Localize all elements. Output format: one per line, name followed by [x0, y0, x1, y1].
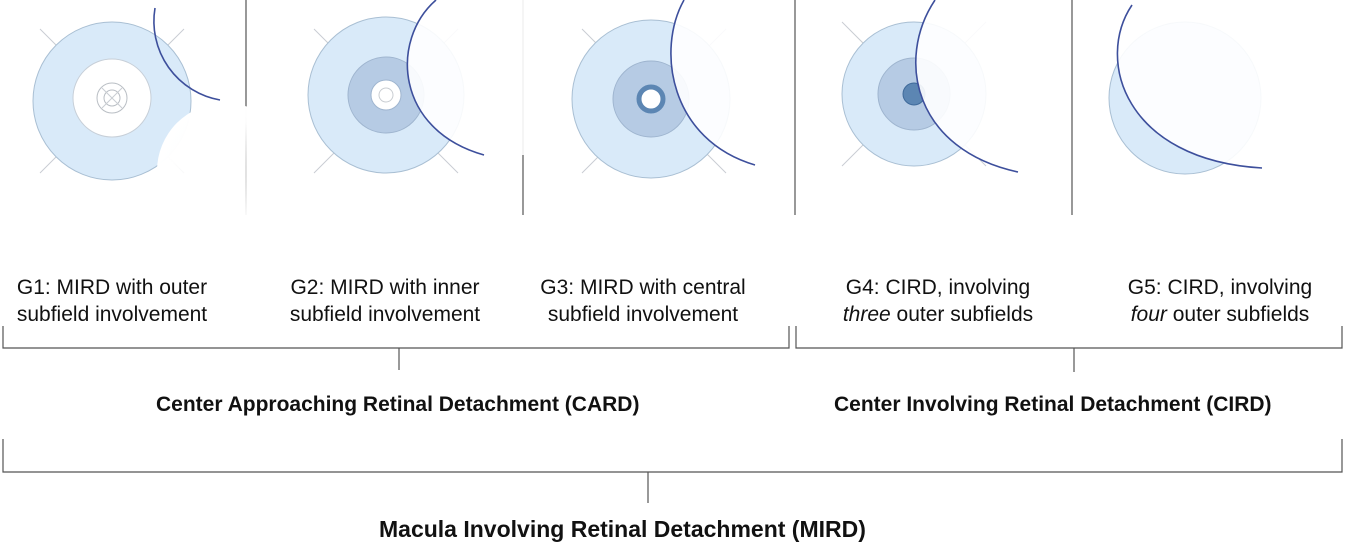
- emphasis: three: [842, 303, 891, 326]
- panel-label-g1: G1: MIRD with outer subfield involvement: [0, 274, 247, 328]
- panel-label-g5: G5: CIRD, involving four outer subfields: [1085, 274, 1345, 328]
- central-subfield: [370, 79, 402, 111]
- panel-label-line1: G5: CIRD, involving: [1127, 276, 1313, 299]
- mird-bracket: [2, 439, 1343, 503]
- panel-label-line1: G2: MIRD with inner: [290, 276, 480, 299]
- macula-g1: [32, 7, 293, 239]
- detachment-edge: [915, 0, 1019, 173]
- panel-label-g2: G2: MIRD with inner subfield involvement: [250, 274, 520, 328]
- cird-bracket: [795, 326, 1343, 372]
- panel-label-line1: G4: CIRD, involving: [845, 276, 1031, 299]
- panel-label-g4: G4: CIRD, involving three outer subfield…: [803, 274, 1073, 328]
- macula-g2: [307, 0, 560, 174]
- detachment-area: [670, 0, 790, 165]
- detachment-area: [407, 0, 560, 155]
- detachment-edge: [153, 7, 221, 101]
- detachment-area: [915, 0, 1060, 172]
- detachment-edge: [670, 0, 756, 166]
- card-bracket: [2, 326, 790, 370]
- emphasis: four: [1130, 303, 1167, 326]
- macula-g3: [571, 0, 790, 179]
- card-title: Center Approaching Retinal Detachment (C…: [156, 393, 640, 416]
- panel-label-g3: G3: MIRD with central subfield involveme…: [508, 274, 778, 328]
- mird-title: Macula Involving Retinal Detachment (MIR…: [379, 516, 866, 542]
- macula-g4: [841, 0, 1060, 173]
- detachment-edge: [406, 0, 485, 156]
- panel-label-line1: G1: MIRD with outer: [16, 276, 208, 299]
- cird-title: Center Involving Retinal Detachment (CIR…: [834, 393, 1272, 416]
- detachment-edge: [1116, 4, 1263, 169]
- macula-g5: [1108, 0, 1290, 175]
- central-subfield: [96, 82, 128, 114]
- detachment-area: [157, 103, 293, 239]
- panel-label-line1: G3: MIRD with central: [540, 276, 746, 299]
- central-subfield: [636, 84, 666, 114]
- detachment-area: [1117, 0, 1290, 168]
